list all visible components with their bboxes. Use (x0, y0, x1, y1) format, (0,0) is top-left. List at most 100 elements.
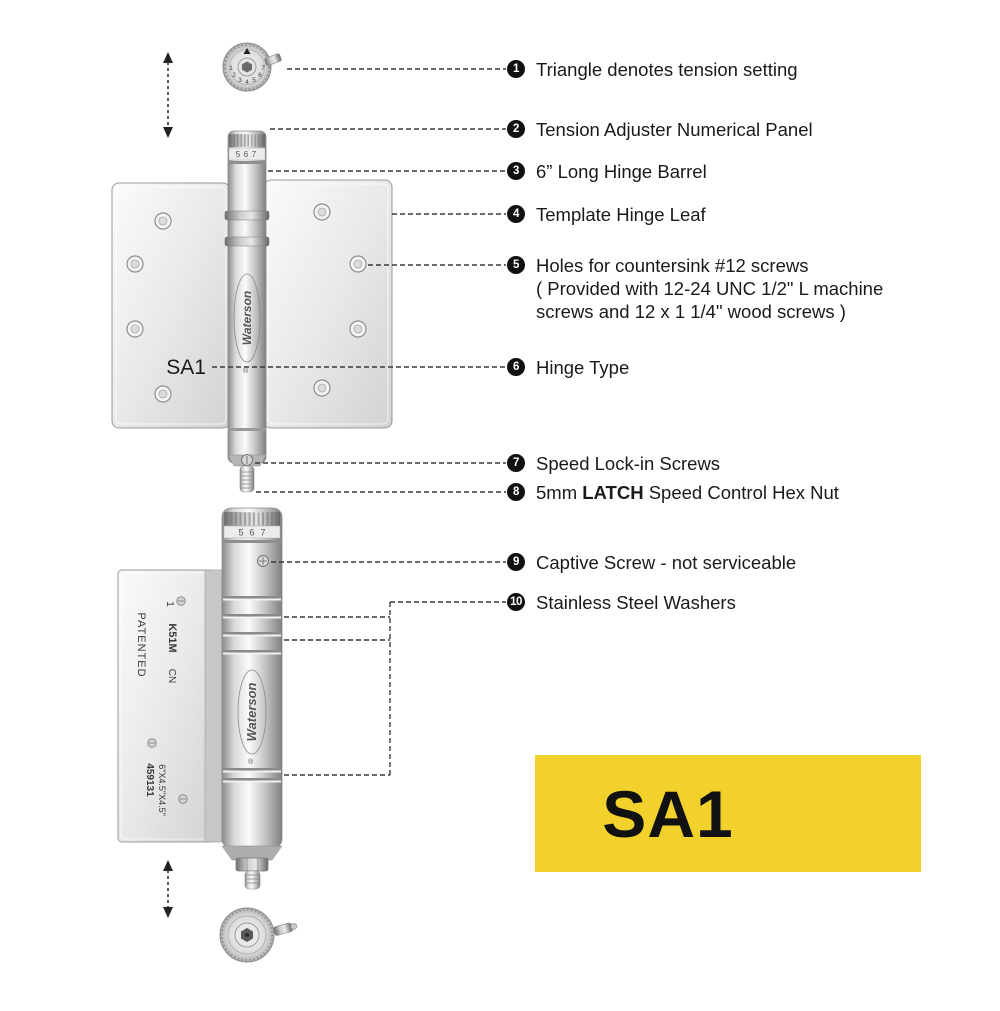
cap-side-stud (264, 53, 282, 66)
model-marking: K51M (166, 623, 178, 652)
svg-text:6: 6 (258, 72, 262, 79)
countersink-screw-holes (126, 203, 367, 403)
brand-logo: Waterson (244, 682, 259, 741)
callout-4: 4 Template Hinge Leaf (507, 203, 706, 226)
dimensions-marking: 6"X4.5"X4.5" (157, 764, 167, 816)
brand-logo: Waterson (240, 291, 254, 345)
brand-oval (233, 273, 261, 363)
svg-text:7: 7 (261, 65, 265, 72)
hinge-barrel: 5 6 7 Waterson ® (224, 130, 270, 493)
collar-ring (224, 210, 270, 221)
motion-arrow-bottom (163, 860, 173, 918)
cap-ring (227, 915, 267, 955)
barrel-groove (222, 540, 282, 543)
callout-7-text: Speed Lock-in Screws (536, 453, 721, 474)
thread-lines (246, 874, 259, 884)
cap-knurl (220, 908, 274, 962)
bottom-cap-bottom-view (219, 907, 298, 963)
leader-lines (212, 68, 506, 776)
cap-side-stud (273, 922, 298, 936)
leaf-screws (147, 596, 188, 804)
callout-7: 7 Speed Lock-in Screws (507, 452, 720, 475)
callout-10: 10 Stainless Steel Washers (507, 591, 736, 614)
product-code-text: SA1 (602, 776, 734, 851)
callout-5-line-1: Holes for countersink #12 screws (536, 255, 809, 276)
knurl-band (224, 512, 280, 526)
callout-5-text: Holes for countersink #12 screws ( Provi… (536, 254, 883, 323)
callout-5-line-2: ( Provided with 12-24 UNC 1/2" L machine (536, 278, 884, 299)
leaf-number-marking: 1 (164, 601, 175, 607)
hinge-type-label: SA1 (166, 356, 206, 379)
callout-5-line-3: screws and 12 x 1 1/4" wood screws ) (536, 301, 846, 322)
callout-4-text: Template Hinge Leaf (536, 204, 706, 225)
callout-2: 2 Tension Adjuster Numerical Panel (507, 118, 813, 141)
callout-8-bold: LATCH (582, 482, 644, 503)
callout-9-badge: 9 (507, 553, 525, 571)
callout-6-text: Hinge Type (536, 357, 630, 378)
panel-digit: 7 (252, 150, 257, 159)
bottom-hinge-illustration: PATENTED 1 K51M CN 459131 6"X4.5"X4.5" 5… (117, 507, 283, 890)
speed-control-hex-nut-stud (239, 465, 255, 493)
leaf-highlight (267, 183, 389, 425)
callout-8-post: Speed Control Hex Nut (643, 482, 839, 503)
callout-3-badge: 3 (507, 162, 525, 180)
countersink-screw-holes-inner (130, 207, 363, 399)
callout-9-text: Captive Screw - not serviceable (536, 552, 797, 573)
leaf-edge (204, 569, 223, 843)
motion-arrow-top (163, 52, 173, 138)
thread-lines (241, 471, 253, 489)
svg-text:1: 1 (229, 65, 233, 72)
stainless-steel-washers (223, 596, 281, 783)
callout-2-badge: 2 (507, 120, 525, 138)
callout-5: 5 Holes for countersink #12 screws ( Pro… (507, 254, 883, 323)
callout-5-badge: 5 (507, 256, 525, 274)
callout-1-badge: 1 (507, 60, 525, 78)
callout-8-badge: 8 (507, 483, 525, 501)
hex-nut (235, 857, 269, 872)
callout-10-badge: 10 (507, 593, 525, 611)
callout-9: 9 Captive Screw - not serviceable (507, 551, 796, 574)
panel-digit: 6 (249, 528, 254, 538)
leaf-highlight (115, 186, 227, 425)
barrel-chamfer (221, 845, 283, 861)
socket-center (245, 933, 249, 937)
callout-1-text: Triangle denotes tension setting (536, 59, 798, 80)
callout-3: 3 6” Long Hinge Barrel (507, 160, 707, 183)
callout-6-badge: 6 (507, 358, 525, 376)
brand-oval (237, 669, 267, 755)
serial-marking: 459131 (144, 763, 155, 797)
callout-2-text: Tension Adjuster Numerical Panel (536, 119, 813, 140)
tension-dial-digits: 1 2 3 4 5 6 7 (229, 65, 265, 86)
callout-8-pre: 5mm (536, 482, 583, 503)
svg-text:4: 4 (245, 79, 249, 86)
tension-numerical-panel (228, 147, 266, 161)
callout-7-badge: 7 (507, 454, 525, 472)
top-hinge-illustration: 5 6 7 Waterson ® (111, 130, 393, 493)
svg-text:5: 5 (252, 77, 256, 84)
barrel-groove (228, 161, 266, 164)
top-cap-top-view: 1 2 3 4 5 6 7 (222, 42, 282, 92)
patented-marking: PATENTED (135, 612, 147, 677)
callout-4-badge: 4 (507, 205, 525, 223)
callout-1: 1 Triangle denotes tension setting (507, 58, 798, 81)
origin-marking: CN (166, 669, 177, 683)
hex-socket (242, 61, 252, 73)
hinge-barrel-bottom: 5 6 7 Waterson (221, 507, 283, 890)
svg-text:3: 3 (238, 77, 242, 84)
tension-numerical-panel (223, 525, 281, 539)
tension-triangle-marker (243, 48, 251, 54)
callout-10-text: Stainless Steel Washers (536, 592, 736, 613)
product-code-panel: SA1 (535, 755, 921, 872)
callout-8: 8 5mm LATCH Speed Control Hex Nut (507, 481, 839, 504)
cap-knurl (223, 43, 271, 91)
threaded-stud (244, 870, 261, 890)
callout-6: 6 Hinge Type (507, 356, 629, 379)
barrel-groove (228, 428, 266, 431)
panel-digit: 6 (244, 150, 249, 159)
panel-digit: 5 (238, 528, 243, 538)
registered-mark: ® (243, 367, 249, 375)
panel-digit: 5 (236, 150, 241, 159)
callout-8-text: 5mm LATCH Speed Control Hex Nut (536, 481, 839, 504)
